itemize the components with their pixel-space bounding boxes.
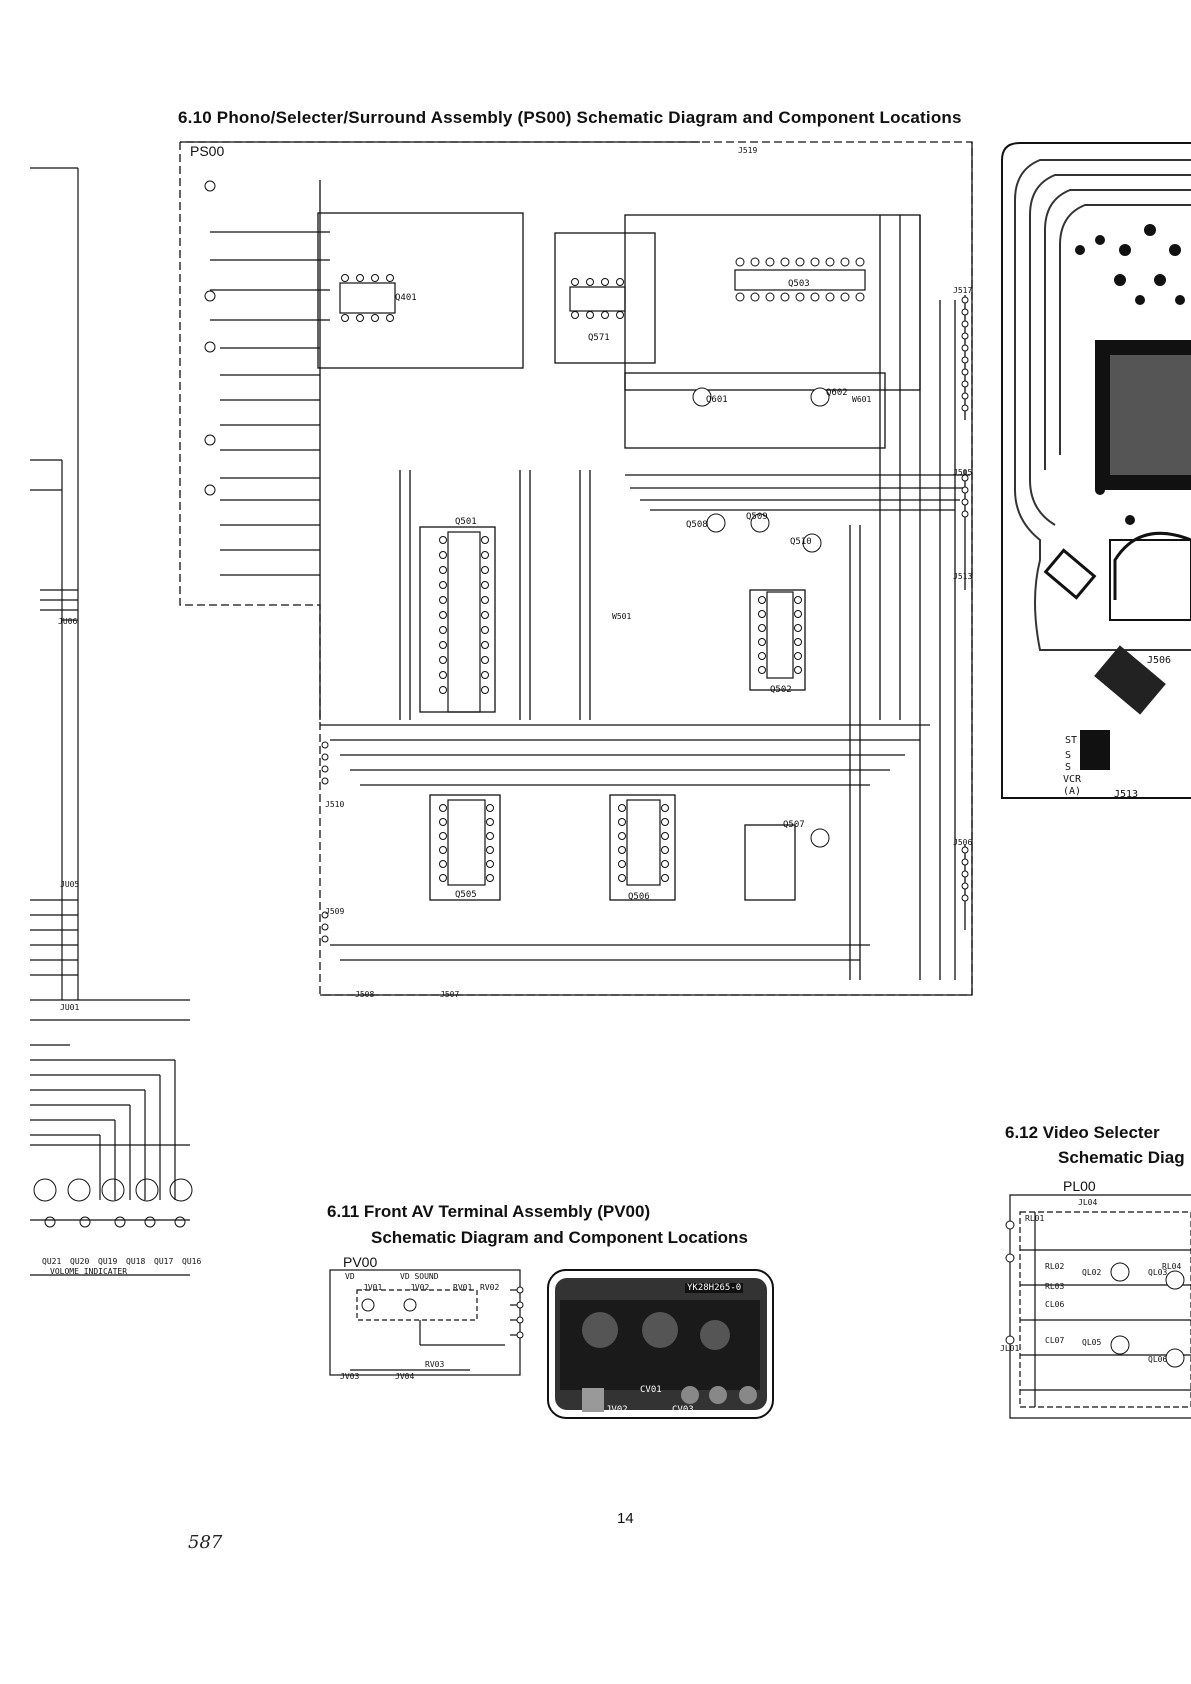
ic-label: Q401 — [395, 293, 417, 303]
connector-label: JU01 — [60, 1003, 80, 1012]
section-heading-6-12: 6.12 Video Selecter — [1005, 1123, 1160, 1142]
pl00-part-label: QL05 — [1082, 1338, 1102, 1347]
connector-label: J510 — [325, 800, 345, 809]
ic-label: Q507 — [783, 820, 805, 830]
board-label: J513 — [1114, 789, 1139, 800]
pv00-part-label: RV01 — [453, 1283, 473, 1292]
ic-label: Q506 — [628, 892, 650, 902]
ic-label: Q571 — [588, 333, 610, 343]
connector-label: W501 — [612, 612, 632, 621]
pl00-part-label: CL06 — [1045, 1300, 1065, 1309]
pv00-board-label: PV00 — [343, 1254, 378, 1270]
transistor-label: QU16 — [182, 1257, 202, 1266]
connector-label: W601 — [852, 395, 872, 404]
ic-label: Q501 — [455, 517, 477, 527]
pl00-part-label: QL03 — [1148, 1268, 1168, 1277]
transistor-label: Q510 — [790, 537, 812, 547]
transistor-label: Q509 — [746, 512, 768, 522]
board-label: S — [1065, 750, 1072, 761]
pv00-part-label: VD SOUND — [400, 1272, 439, 1281]
pv00-part-label: RV03 — [425, 1360, 445, 1369]
ic-label: Q502 — [770, 685, 792, 695]
transistor-label: Q602 — [826, 388, 848, 398]
connector-label: J513 — [953, 572, 973, 581]
transistor-label: Q508 — [686, 520, 708, 530]
ps00-board-label: PS00 — [190, 143, 225, 159]
board-label: S — [1065, 762, 1072, 773]
connector-label: JU06 — [58, 617, 78, 626]
section-subheading-6-11: Schematic Diagram and Component Location… — [371, 1228, 748, 1247]
pl00-part-label: QL02 — [1082, 1268, 1102, 1277]
transistor-label: Q601 — [706, 395, 728, 405]
connector-label: J505 — [953, 468, 973, 477]
connector-label: J519 — [738, 146, 758, 155]
ic-label: Q505 — [455, 890, 477, 900]
section-heading-6-11: 6.11 Front AV Terminal Assembly (PV00) — [327, 1202, 651, 1221]
pl00-part-label: JL04 — [1078, 1198, 1098, 1207]
transistor-label: QU17 — [154, 1257, 174, 1266]
pv00-board-code: YK28H265-0 — [685, 1283, 744, 1293]
transistor-label: QU21 — [42, 1257, 62, 1266]
pv00-part-label: JV04 — [395, 1372, 415, 1381]
pl00-board-label: PL00 — [1063, 1178, 1096, 1194]
pv00-photo-label: CV01 — [640, 1385, 662, 1395]
board-label: ST — [1065, 735, 1078, 746]
page-number: 14 — [617, 1510, 634, 1527]
connector-label: J506 — [953, 838, 973, 847]
transistor-label: QU18 — [126, 1257, 146, 1266]
transistor-label: QU19 — [98, 1257, 118, 1266]
pl00-part-label: CL07 — [1045, 1336, 1065, 1345]
connector-label: JU05 — [60, 880, 80, 889]
board-label: J506 — [1147, 655, 1172, 666]
section-subheading-6-12: Schematic Diag — [1058, 1148, 1185, 1167]
connector-label: J507 — [440, 990, 460, 999]
pv00-part-label: JV03 — [340, 1372, 360, 1381]
pl00-part-label: RL04 — [1162, 1262, 1182, 1271]
connector-label: J508 — [355, 990, 375, 999]
pv00-photo-label: JV02 — [606, 1405, 628, 1415]
board-label: (A) — [1063, 786, 1082, 797]
pv00-photo-label: CV03 — [672, 1405, 694, 1415]
transistor-label: QU20 — [70, 1257, 90, 1266]
pv00-part-label: JV01 — [363, 1283, 383, 1292]
pl00-part-label: QL06 — [1148, 1355, 1168, 1364]
connector-label: J517 — [953, 286, 973, 295]
pv00-part-label: VD — [345, 1272, 355, 1281]
pl00-part-label: RL02 — [1045, 1262, 1065, 1271]
pv00-part-label: RV02 — [480, 1283, 500, 1292]
section-heading-6-10: 6.10 Phono/Selecter/Surround Assembly (P… — [178, 108, 962, 127]
pl00-part-label: RL03 — [1045, 1282, 1065, 1291]
pl00-part-label: RL01 — [1025, 1214, 1045, 1223]
board-label: VCR — [1063, 774, 1082, 785]
handwritten-note: 587 — [188, 1532, 223, 1553]
pv00-part-label: JV02 — [410, 1283, 430, 1292]
ic-label: Q503 — [788, 279, 810, 289]
volume-indicator-label: VOLOME INDICATER — [50, 1267, 128, 1276]
pl00-part-label: JL01 — [1000, 1344, 1020, 1353]
connector-label: J509 — [325, 907, 345, 916]
